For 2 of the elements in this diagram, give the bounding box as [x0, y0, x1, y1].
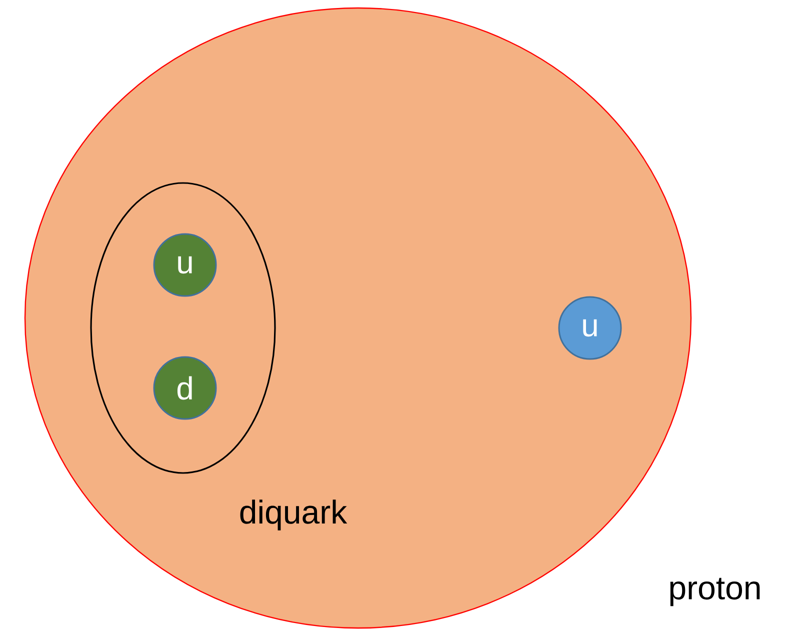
node-label: diquark [240, 500, 348, 530]
node-label: proton [670, 578, 760, 606]
